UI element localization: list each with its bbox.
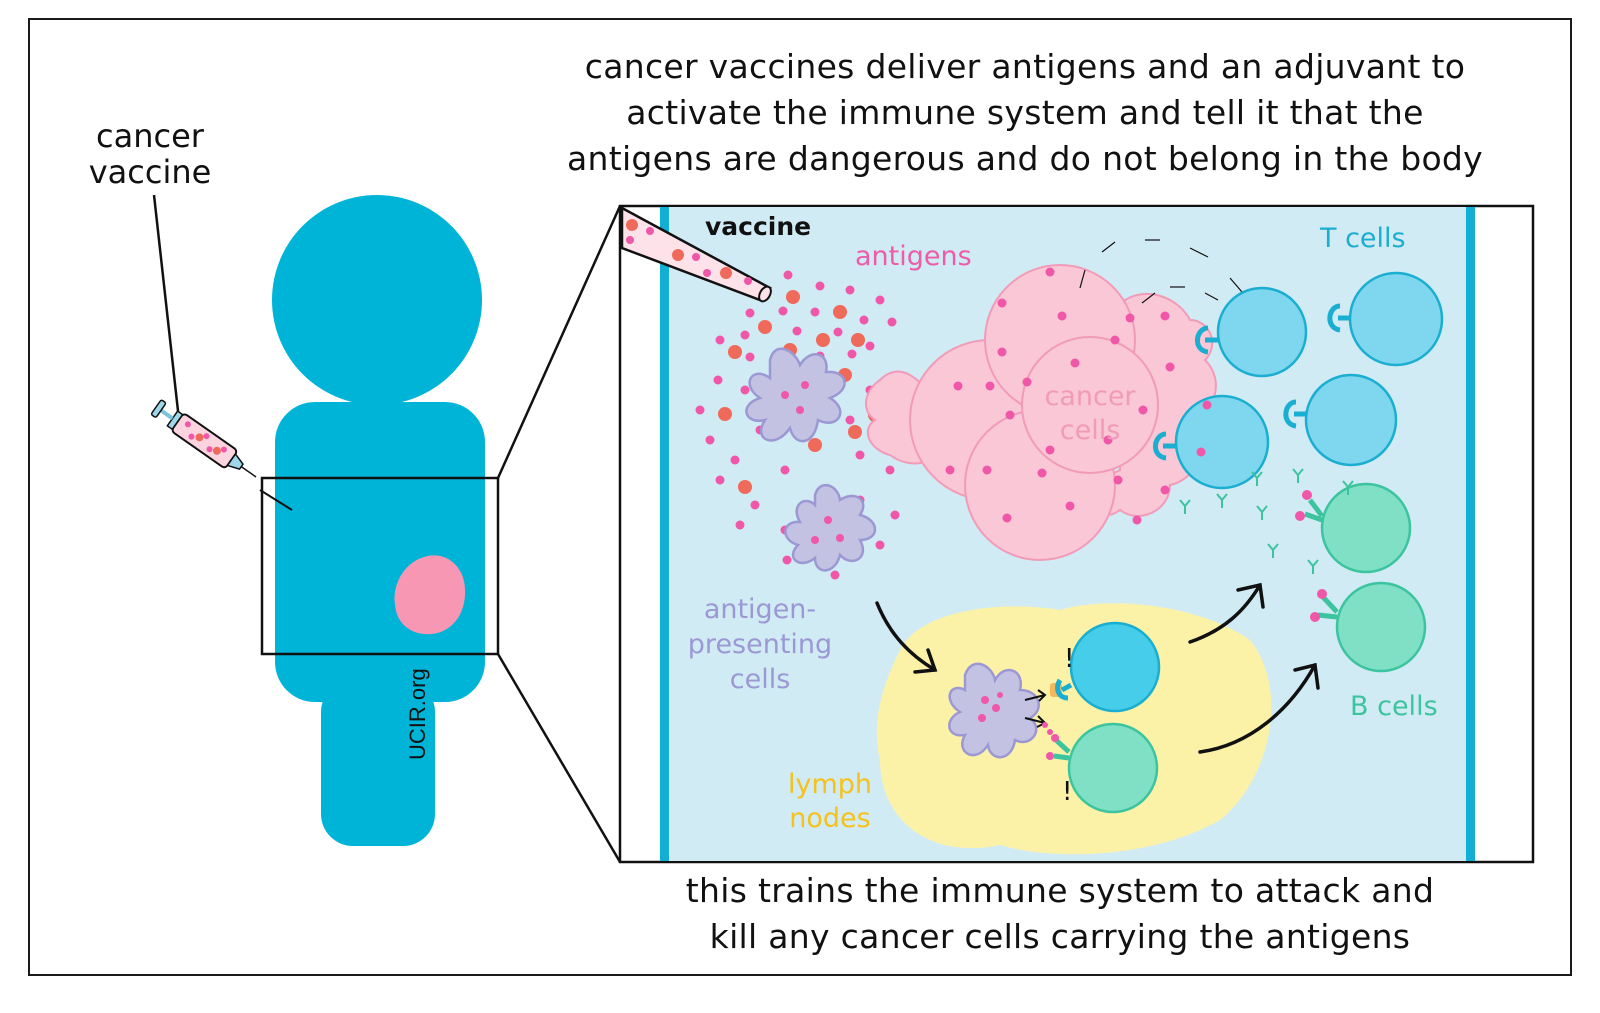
- t-cell-4: [1283, 373, 1398, 467]
- header-caption: cancer vaccines deliver antigens and an …: [520, 44, 1530, 182]
- arrow-lymph-to-b-cells: [1198, 662, 1320, 754]
- syringe-pointer-line: [152, 194, 181, 421]
- flow-arrows: [875, 582, 1320, 754]
- header-line-1: cancer vaccines deliver antigens and an …: [584, 47, 1466, 86]
- warning-mark-bottom: !: [1062, 777, 1072, 807]
- lymph-nodes-label-line-1: lymph: [787, 769, 873, 800]
- tumor: [394, 555, 466, 635]
- syringe-label-line-1: cancer: [96, 117, 204, 155]
- release-arrows: [1079, 239, 1243, 304]
- person-legs: [321, 680, 435, 846]
- b-cells-label: B cells: [1350, 691, 1438, 722]
- syringe-label-line-2: vaccine: [88, 153, 212, 191]
- footer-caption: this trains the immune system to attack …: [600, 868, 1520, 960]
- zoom-line-top: [496, 205, 622, 479]
- person-silhouette: [272, 195, 485, 846]
- t-cell-3: [1153, 394, 1270, 490]
- vessel-wall-left: [660, 207, 669, 861]
- apc-cell-lymph: [948, 662, 1062, 759]
- zoom-line-bottom: [496, 653, 622, 863]
- syringe-label: cancer vaccine: [70, 118, 230, 190]
- apc-cell-upper: [745, 347, 846, 443]
- t-cell-2: [1327, 271, 1444, 367]
- footer-line-1: this trains the immune system to attack …: [685, 871, 1435, 910]
- apc-label-line-3: cells: [729, 664, 791, 695]
- apc-cell-lower: [784, 483, 877, 572]
- lymph-nodes-label: lymph nodes: [780, 768, 880, 836]
- arrow-lymph-to-t-cells: [1188, 582, 1265, 644]
- vaccine-label: vaccine: [705, 212, 812, 241]
- watermark: UCIR.org: [405, 668, 430, 760]
- t-cells-label: T cells: [1320, 223, 1406, 254]
- person-head: [272, 195, 482, 405]
- cancer-cells-label-line-1: cancer: [1044, 381, 1136, 412]
- header-line-2: activate the immune system and tell it t…: [626, 93, 1424, 132]
- apc-label-line-1: antigen-: [703, 594, 817, 625]
- lymph-node: [876, 603, 1272, 855]
- arrow-apc-to-lymph: [875, 601, 938, 674]
- vessel-wall-right: [1466, 207, 1475, 861]
- t-cell-lymph: [1055, 621, 1161, 713]
- antibodies: [1179, 468, 1354, 574]
- b-cell-2: [1310, 581, 1427, 673]
- apc-label: antigen- presenting cells: [680, 592, 840, 697]
- antigens-label: antigens: [855, 241, 972, 272]
- t-cell-1: [1195, 286, 1308, 378]
- cancer-cells-label: cancer cells: [1030, 380, 1150, 448]
- apc-label-line-2: presenting: [687, 629, 833, 660]
- warning-mark-top: !: [1064, 644, 1074, 674]
- header-line-3: antigens are dangerous and do not belong…: [566, 139, 1484, 178]
- cancer-cell-cluster: [865, 264, 1217, 561]
- lymph-nodes-label-line-2: nodes: [789, 803, 871, 834]
- b-cell-1: [1295, 482, 1412, 574]
- footer-line-2: kill any cancer cells carrying the antig…: [709, 917, 1411, 956]
- cancer-cells-label-line-2: cells: [1059, 415, 1121, 446]
- zoom-box: [260, 476, 500, 656]
- person-torso: [275, 402, 485, 702]
- syringe-icon: [150, 399, 293, 511]
- b-cell-lymph: [1042, 722, 1159, 814]
- vaccine-needle: [620, 205, 772, 303]
